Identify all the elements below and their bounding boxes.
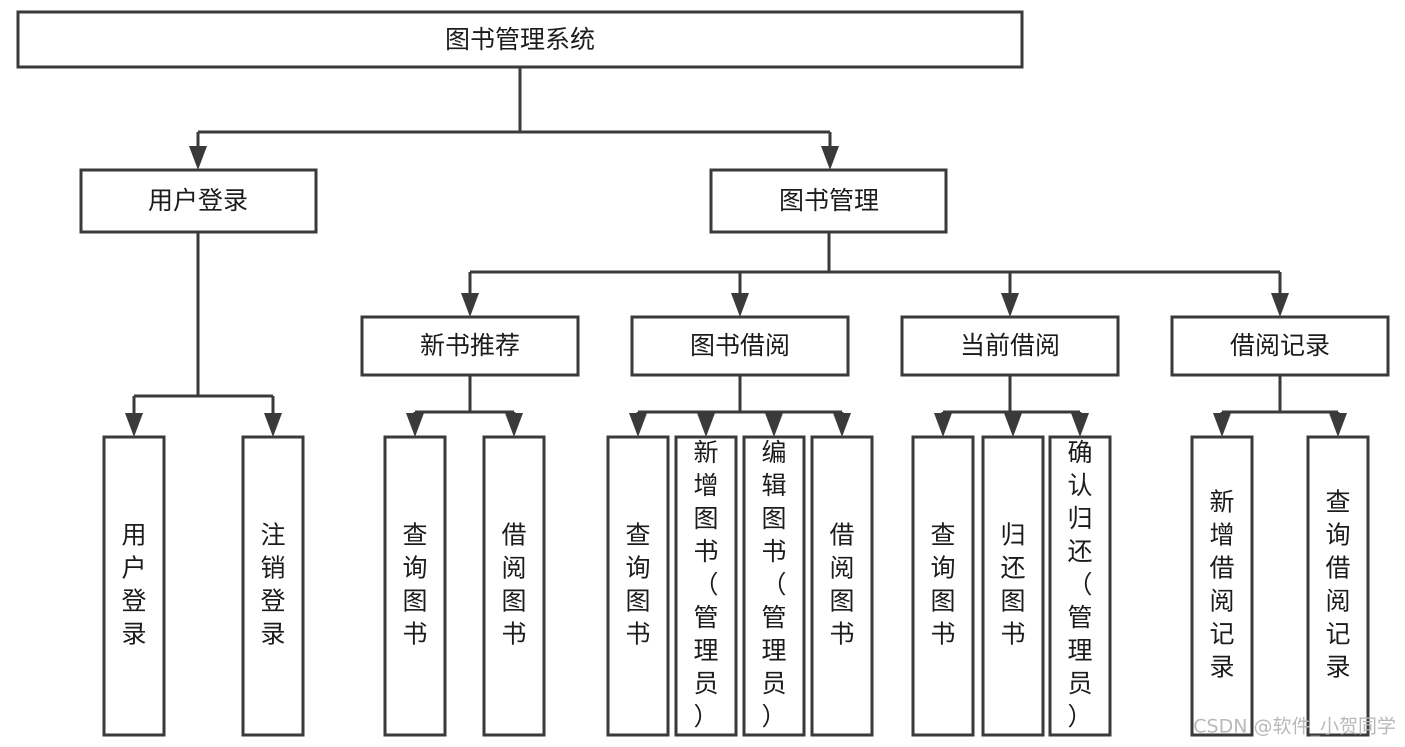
- node-leaf-borrow-book-recommend[interactable]: 借阅图书: [482, 435, 546, 737]
- node-leaf-query-book-borrow-label: 查询图书: [625, 521, 650, 649]
- node-leaf-add-book-admin-label: 新增图书（管理员）: [693, 438, 718, 731]
- arrow-to-user-login: [189, 146, 207, 170]
- node-leaf-query-book-recommend[interactable]: 查询图书: [383, 435, 447, 737]
- node-borrow-record-label: 借阅记录: [1230, 331, 1330, 360]
- node-leaf-return-book[interactable]: 归还图书: [981, 435, 1045, 737]
- node-user-login[interactable]: 用户登录: [79, 168, 318, 234]
- node-new-book-recommend-label: 新书推荐: [420, 331, 520, 360]
- node-book-borrow-label: 图书借阅: [690, 331, 790, 360]
- node-current-borrow-box[interactable]: [900, 315, 1120, 377]
- arrow-to-leaf-edit-book-admin: [765, 413, 783, 437]
- arrow-to-leaf-return-book: [1004, 413, 1022, 437]
- node-leaf-confirm-return-admin-label: 确认归还（管理员）: [1067, 438, 1092, 731]
- arrow-to-leaf-add-book-admin: [697, 413, 715, 437]
- node-leaf-add-book-admin[interactable]: 新增图书（管理员）: [674, 435, 738, 737]
- node-leaf-edit-book-admin-box[interactable]: [742, 435, 806, 737]
- node-leaf-query-book-current[interactable]: 查询图书: [911, 435, 975, 737]
- node-leaf-borrow-book-recommend-label: 借阅图书: [501, 521, 526, 649]
- arrow-to-leaf-user-login: [125, 413, 143, 437]
- arrow-to-leaf-logout: [264, 413, 282, 437]
- node-new-book-recommend-box[interactable]: [360, 315, 580, 377]
- node-book-borrow-box[interactable]: [630, 315, 850, 377]
- nodes-layer: 图书管理系统 用户登录 图书管理 新书推荐 图书借阅: [16, 10, 1390, 737]
- node-leaf-return-book-box[interactable]: [981, 435, 1045, 737]
- node-current-borrow-label: 当前借阅: [960, 331, 1060, 360]
- node-leaf-add-borrow-record-label: 新增借阅记录: [1209, 488, 1234, 682]
- node-leaf-logout-box[interactable]: [241, 435, 305, 737]
- node-leaf-query-book-borrow[interactable]: 查询图书: [606, 435, 670, 737]
- node-leaf-add-borrow-record[interactable]: 新增借阅记录: [1190, 435, 1254, 737]
- node-leaf-edit-book-admin-label: 编辑图书（管理员）: [761, 438, 786, 731]
- node-leaf-user-login-box[interactable]: [102, 435, 166, 737]
- arrow-to-leaf-borrow-book-recommend: [505, 413, 523, 437]
- arrow-to-book-borrow: [731, 293, 749, 317]
- node-leaf-edit-book-admin[interactable]: 编辑图书（管理员）: [742, 435, 806, 737]
- node-leaf-confirm-return-admin-box[interactable]: [1048, 435, 1112, 737]
- node-leaf-user-login[interactable]: 用户登录: [102, 435, 166, 737]
- node-leaf-user-login-label: 用户登录: [121, 521, 146, 649]
- node-leaf-return-book-label: 归还图书: [1000, 521, 1025, 649]
- edge-bookborrow-trunk: [636, 375, 844, 420]
- edge-userlogin-trunk: [132, 232, 275, 420]
- node-leaf-add-borrow-record-box[interactable]: [1190, 435, 1254, 737]
- node-leaf-add-book-admin-box[interactable]: [674, 435, 738, 737]
- node-leaf-query-book-current-box[interactable]: [911, 435, 975, 737]
- node-user-login-box[interactable]: [79, 168, 318, 234]
- arrow-to-leaf-query-book-borrow: [629, 413, 647, 437]
- arrow-to-leaf-add-borrow-record: [1213, 413, 1231, 437]
- node-current-borrow[interactable]: 当前借阅: [900, 315, 1120, 377]
- node-leaf-logout-label: 注销登录: [260, 521, 285, 649]
- node-book-borrow[interactable]: 图书借阅: [630, 315, 850, 377]
- node-borrow-record-box[interactable]: [1170, 315, 1390, 377]
- node-root-box[interactable]: [16, 10, 1024, 69]
- edge-newbook-trunk: [413, 375, 516, 420]
- node-leaf-query-book-recommend-label: 查询图书: [402, 521, 427, 649]
- edge-borrowrecord-trunk: [1220, 375, 1340, 420]
- arrow-to-leaf-query-borrow-record: [1329, 413, 1347, 437]
- arrow-to-leaf-borrow-book: [833, 413, 851, 437]
- node-root-label: 图书管理系统: [445, 25, 595, 54]
- arrow-to-leaf-confirm-return-admin: [1071, 413, 1089, 437]
- node-leaf-query-book-current-label: 查询图书: [930, 521, 955, 649]
- arrow-to-leaf-query-book-recommend: [406, 413, 424, 437]
- edge-root-trunk: [196, 67, 832, 152]
- csdn-watermark: CSDN @软件_小贺同学: [1193, 716, 1396, 738]
- node-leaf-borrow-book[interactable]: 借阅图书: [810, 435, 874, 737]
- node-leaf-query-borrow-record[interactable]: 查询借阅记录: [1306, 435, 1370, 737]
- node-new-book-recommend[interactable]: 新书推荐: [360, 315, 580, 377]
- node-user-login-label: 用户登录: [148, 186, 248, 215]
- node-leaf-query-book-borrow-box[interactable]: [606, 435, 670, 737]
- node-book-manage-label: 图书管理: [779, 186, 879, 215]
- edges-layer: [125, 67, 1347, 437]
- edge-bookmanage-trunk: [468, 232, 1282, 300]
- arrow-to-new-book-recommend: [461, 293, 479, 317]
- arrow-to-borrow-record: [1271, 293, 1289, 317]
- arrow-to-leaf-query-book-current: [934, 413, 952, 437]
- node-leaf-logout[interactable]: 注销登录: [241, 435, 305, 737]
- node-leaf-query-book-recommend-box[interactable]: [383, 435, 447, 737]
- node-leaf-borrow-book-box[interactable]: [810, 435, 874, 737]
- node-leaf-borrow-book-label: 借阅图书: [829, 521, 854, 649]
- arrow-to-book-manage: [821, 146, 839, 170]
- node-book-manage-box[interactable]: [709, 168, 948, 234]
- node-leaf-confirm-return-admin[interactable]: 确认归还（管理员）: [1048, 435, 1112, 737]
- node-borrow-record[interactable]: 借阅记录: [1170, 315, 1390, 377]
- node-root[interactable]: 图书管理系统: [16, 10, 1024, 69]
- node-leaf-query-borrow-record-label: 查询借阅记录: [1325, 488, 1350, 682]
- node-leaf-query-borrow-record-box[interactable]: [1306, 435, 1370, 737]
- arrow-to-current-borrow: [1001, 293, 1019, 317]
- node-leaf-borrow-book-recommend-box[interactable]: [482, 435, 546, 737]
- node-book-manage[interactable]: 图书管理: [709, 168, 948, 234]
